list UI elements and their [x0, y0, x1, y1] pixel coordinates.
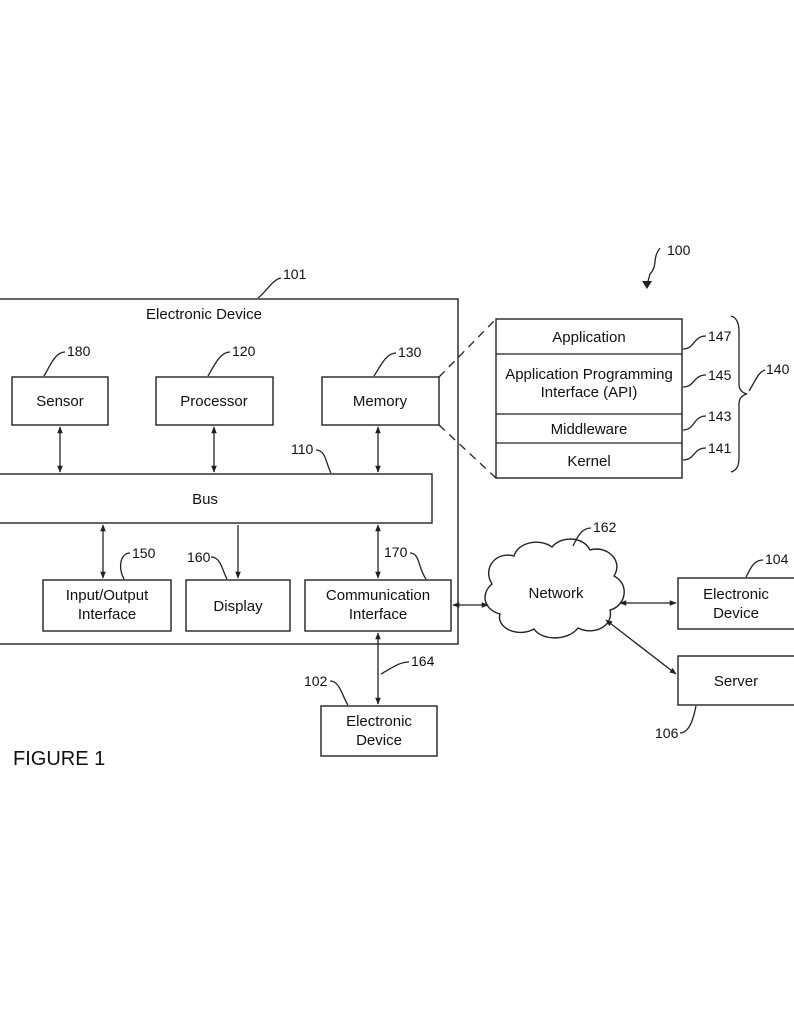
ref-164-leader	[380, 661, 410, 675]
ref-160-leader	[210, 556, 228, 580]
ref-102: 102	[304, 673, 328, 689]
ref-106: 106	[655, 725, 679, 741]
ref-100-leader	[646, 247, 661, 286]
program-brace	[730, 315, 748, 473]
bus-label: Bus	[192, 491, 218, 508]
display-box	[185, 579, 291, 632]
ref-130: 130	[398, 344, 422, 360]
processor-box	[155, 376, 274, 426]
api-label-line2: Interface (API)	[541, 384, 638, 401]
ref-104-leader	[745, 559, 764, 578]
electronic-device-102-box	[320, 705, 438, 757]
figure-label: FIGURE 1	[13, 748, 105, 770]
sensor-label: Sensor	[36, 393, 84, 410]
ref-145: 145	[708, 367, 732, 383]
memory-box	[321, 376, 440, 426]
server-label: Server	[714, 673, 758, 690]
ref-140-leader	[748, 369, 766, 392]
ref-150: 150	[132, 545, 156, 561]
ref-143: 143	[708, 408, 732, 424]
network-label: Network	[528, 585, 584, 602]
ref-120-leader	[207, 351, 231, 377]
ref-143-leader	[682, 415, 707, 431]
ref-110: 110	[291, 441, 314, 457]
device-102-label-line1: Electronic	[346, 713, 412, 730]
ref-160: 160	[187, 549, 211, 565]
middleware-label: Middleware	[551, 421, 628, 438]
comm-label-line2: Interface	[349, 606, 407, 623]
bus-box	[0, 473, 433, 524]
ref-120: 120	[232, 343, 256, 359]
ref-170-leader	[409, 552, 427, 580]
api-label-line1: Application Programming	[505, 366, 673, 383]
ref-162-leader	[572, 527, 592, 547]
program-stack-box	[495, 318, 683, 479]
io-label-line1: Input/Output	[66, 587, 149, 604]
ref-100-arrowhead	[642, 281, 652, 289]
comm-label-line1: Communication	[326, 587, 430, 604]
io-interface-box	[42, 579, 172, 632]
sensor-box	[11, 376, 109, 426]
ref-100: 100	[667, 242, 691, 258]
ref-101-leader	[257, 277, 282, 299]
network-server-arrow	[605, 619, 677, 675]
electronic-device-104-box	[677, 577, 794, 630]
ref-145-leader	[682, 374, 707, 388]
ref-180-leader	[43, 351, 66, 377]
ref-141-leader	[682, 447, 707, 461]
ref-141: 141	[708, 440, 732, 456]
ref-104: 104	[765, 551, 789, 567]
ref-147: 147	[708, 328, 732, 344]
ref-101: 101	[283, 266, 307, 282]
ref-130-leader	[373, 352, 397, 377]
device-102-label-line2: Device	[356, 732, 402, 749]
memory-label: Memory	[353, 393, 408, 410]
ref-110-leader	[315, 449, 332, 474]
io-label-line2: Interface	[78, 606, 136, 623]
electronic-device-title: Electronic Device	[146, 306, 262, 323]
display-label: Display	[213, 598, 263, 615]
ref-106-leader	[679, 705, 697, 734]
ref-102-leader	[329, 680, 349, 706]
device-104-label-line1: Electronic	[703, 586, 769, 603]
ref-164: 164	[411, 653, 435, 669]
kernel-label: Kernel	[567, 453, 610, 470]
server-box	[677, 655, 794, 706]
ref-147-leader	[682, 335, 707, 350]
application-label: Application	[552, 329, 625, 346]
network-cloud	[484, 538, 625, 639]
processor-label: Processor	[180, 393, 248, 410]
ref-150-leader	[119, 552, 131, 580]
ref-162: 162	[593, 519, 617, 535]
device-104-label-line2: Device	[713, 605, 759, 622]
ref-180: 180	[67, 343, 91, 359]
comm-interface-box	[304, 579, 452, 632]
ref-170: 170	[384, 544, 408, 560]
ref-140: 140	[766, 361, 790, 377]
